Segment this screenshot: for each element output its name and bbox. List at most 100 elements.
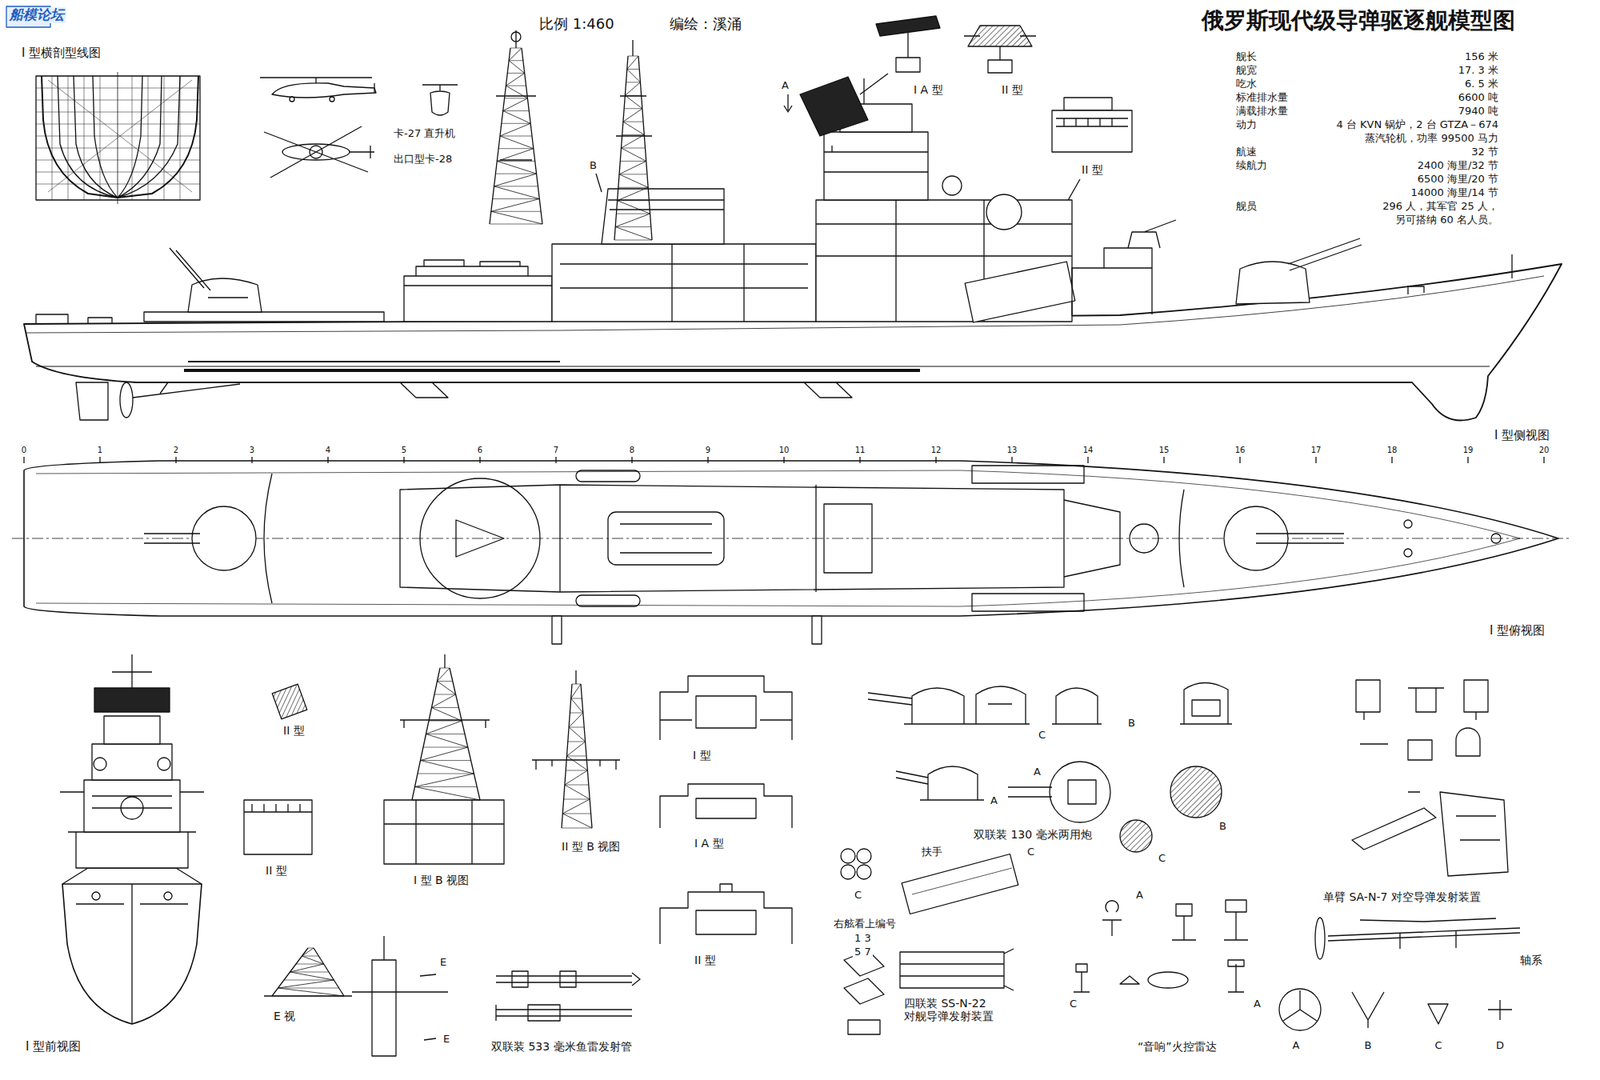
lattice-mast bbox=[434, 694, 456, 696]
watermark: 船模论坛 bbox=[8, 7, 66, 24]
spec-name: 满载排水量 bbox=[1234, 105, 1290, 118]
ssn22-launcher-detail bbox=[840, 864, 856, 880]
lattice-mast bbox=[615, 226, 652, 228]
profile-comparison bbox=[660, 676, 792, 740]
front-view bbox=[60, 654, 204, 832]
frame-number: 6 bbox=[476, 445, 484, 456]
front-view bbox=[62, 868, 202, 1024]
frame-number: 11 bbox=[853, 445, 868, 456]
section-mark-anchor: A bbox=[1291, 1040, 1302, 1052]
frame-number-anchor: 20 bbox=[1537, 445, 1552, 456]
frame-tick bbox=[631, 456, 632, 464]
frame-number-anchor: 9 bbox=[704, 445, 712, 456]
profile-comparison bbox=[660, 676, 792, 944]
spec-value-anchor: 32 节 bbox=[1469, 146, 1500, 159]
frame-number: 14 bbox=[1081, 445, 1096, 456]
section-mark: E bbox=[438, 956, 448, 969]
part-label: 双联装 533 毫米鱼雷发射管 bbox=[489, 1040, 634, 1053]
section-mark: C bbox=[1036, 729, 1048, 742]
view-label-anchor: I 型 B 视图 bbox=[412, 873, 471, 887]
frame-number-anchor: 18 bbox=[1385, 445, 1400, 456]
spec-value: 2400 海里/32 节 bbox=[1416, 160, 1500, 172]
lattice-mast bbox=[564, 784, 589, 786]
front-view bbox=[92, 744, 172, 780]
frame-tick bbox=[99, 456, 100, 464]
shaft-detail bbox=[1315, 917, 1325, 960]
spec-name-anchor: 舰宽 bbox=[1234, 64, 1259, 77]
section-mark: E bbox=[441, 1033, 452, 1046]
gun-detail bbox=[1170, 766, 1222, 818]
body-plan bbox=[36, 76, 200, 200]
lattice-mast bbox=[626, 81, 641, 83]
lattice-mast bbox=[624, 95, 641, 96]
front-view bbox=[93, 757, 107, 771]
shaft-detail bbox=[1328, 918, 1520, 941]
sam-launcher-detail bbox=[1356, 680, 1488, 720]
lattice-mast bbox=[618, 187, 648, 188]
spec-name-anchor: 满载排水量 bbox=[1234, 105, 1290, 118]
fire-control-radar-detail bbox=[1224, 900, 1248, 940]
plan-view bbox=[1404, 520, 1412, 528]
fire-control-radar-detail bbox=[1073, 900, 1248, 992]
lattice-mast bbox=[415, 786, 478, 788]
crane-detail bbox=[290, 972, 330, 973]
gun-detail bbox=[868, 688, 972, 724]
helicopter-front bbox=[422, 84, 458, 116]
side-view bbox=[986, 194, 1022, 230]
frame-tick bbox=[859, 456, 860, 464]
frame-number-anchor: 14 bbox=[1081, 445, 1096, 456]
variant-label-anchor: II 型 bbox=[1000, 83, 1025, 96]
lattice-mast bbox=[562, 813, 591, 815]
spec-value: 6500 海里/20 节 bbox=[1416, 173, 1500, 186]
frame-tick bbox=[24, 456, 1544, 464]
part-label-anchor: 双联装 130 毫米两用炮 bbox=[972, 828, 1094, 841]
spec-name: 吃水 bbox=[1234, 78, 1259, 91]
variant-label: I 型 bbox=[691, 748, 713, 762]
view-label-anchor: I 型横剖型线图 bbox=[20, 46, 103, 60]
plan-view bbox=[812, 616, 822, 644]
spec-name: 标准排水量 bbox=[1234, 92, 1290, 104]
torpedo-tubes bbox=[496, 1004, 632, 1021]
plan-view bbox=[972, 593, 1084, 612]
side-view bbox=[552, 244, 816, 322]
spec-name: 舰员 bbox=[1234, 200, 1259, 213]
section-mark: A bbox=[1134, 889, 1145, 902]
frame-tick bbox=[403, 456, 404, 464]
front-view bbox=[157, 757, 171, 771]
frame-number-anchor: 12 bbox=[929, 445, 944, 456]
lattice-mast bbox=[564, 799, 591, 800]
frame-number: 17 bbox=[1309, 445, 1324, 456]
spec-value-anchor: 6500 海里/20 节 bbox=[1416, 173, 1500, 186]
variant-label-anchor: II 型 bbox=[692, 953, 718, 967]
front-view bbox=[164, 892, 172, 900]
note: 1 3 bbox=[852, 932, 873, 945]
note-anchor: 5 7 bbox=[852, 946, 873, 959]
section-mark-anchor: C bbox=[1025, 846, 1036, 859]
spec-value: 4 台 KVN 锅炉，2 台 GTZA－674 bbox=[1334, 119, 1500, 132]
part-label-anchor: “音响”火控雷达 bbox=[1136, 1040, 1219, 1053]
section-mark: A bbox=[1032, 766, 1043, 779]
lattice-mast bbox=[568, 741, 586, 743]
plan-view bbox=[144, 473, 272, 604]
helicopter-side bbox=[260, 77, 375, 93]
helicopter-side bbox=[272, 83, 376, 98]
view-label: I 型侧视图 bbox=[1492, 428, 1552, 443]
frame-tick bbox=[935, 456, 936, 464]
scale-note-anchor: 比例 1:460 bbox=[537, 16, 616, 33]
frame-number: 9 bbox=[704, 445, 712, 456]
variant-label: II 型 bbox=[281, 724, 307, 737]
part-label: 单臂 SA-N-7 对空导弹发射装置 bbox=[1321, 890, 1483, 904]
frame-number: 5 bbox=[400, 445, 408, 456]
frame-number: 2 bbox=[172, 445, 180, 456]
view-label-anchor: I 型侧视图 bbox=[1492, 428, 1552, 443]
fire-control-radar-detail bbox=[1102, 900, 1122, 936]
lattice-mast bbox=[511, 32, 521, 42]
title-anchor: 俄罗斯现代级导弹驱逐舰模型图 bbox=[1200, 8, 1517, 34]
frame-number-anchor: 13 bbox=[1005, 445, 1020, 456]
gun-detail bbox=[1008, 780, 1096, 804]
lattice-mast bbox=[420, 760, 472, 761]
frame-number: 15 bbox=[1157, 445, 1172, 456]
section-mark-anchor: B bbox=[1217, 820, 1228, 833]
